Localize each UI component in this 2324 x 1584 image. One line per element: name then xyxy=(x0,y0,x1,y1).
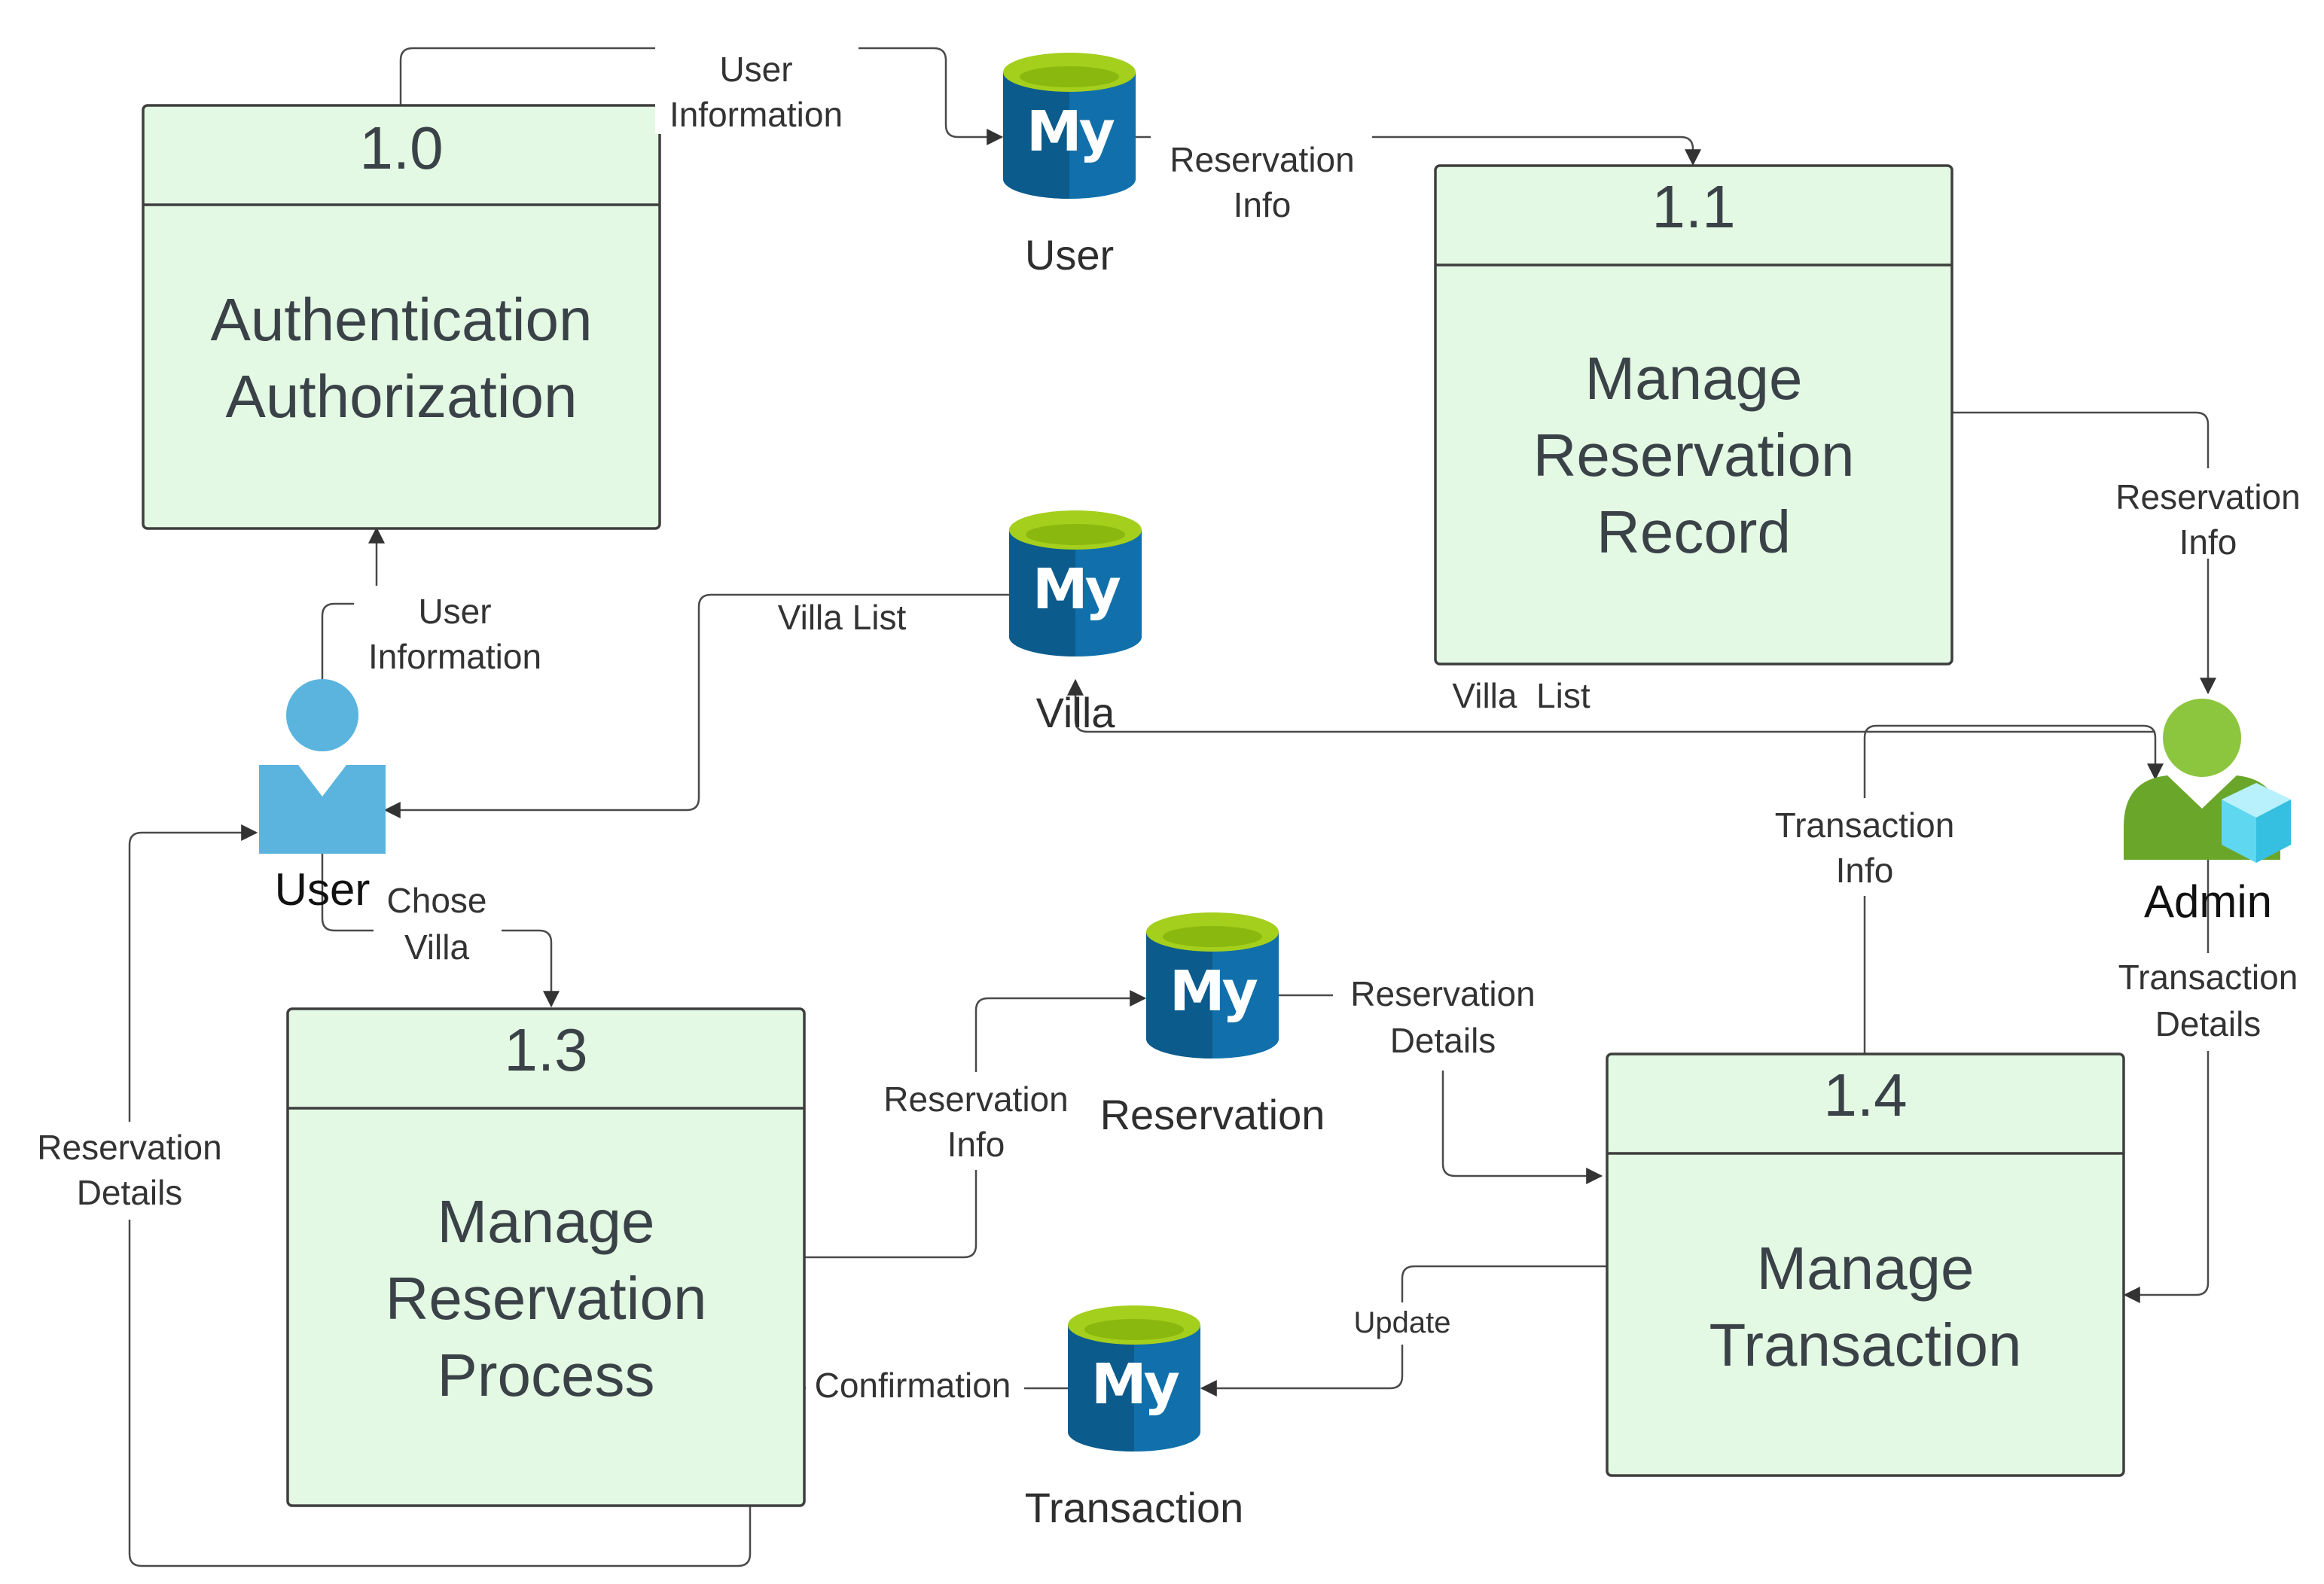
process-title-line: Transaction xyxy=(1709,1311,2022,1378)
flow-label: Details xyxy=(77,1173,183,1212)
process-title-line: Manage xyxy=(1584,345,1802,412)
actor-label: Admin xyxy=(2144,876,2272,927)
flow-label: Info xyxy=(2179,522,2237,562)
flow-p14-to-admin xyxy=(1863,724,2164,1054)
flow-label: Chose xyxy=(387,881,487,920)
mysql-database-icon xyxy=(1003,53,1136,199)
mysql-database-icon xyxy=(1068,1305,1200,1451)
flow-label: Details xyxy=(2155,1004,2261,1043)
actor-admin: Admin xyxy=(2124,699,2291,927)
store-user: User xyxy=(1003,53,1136,279)
mysql-database-icon xyxy=(1009,510,1142,656)
flow-admin-to-villa xyxy=(1067,678,2155,733)
process-title-line: Manage xyxy=(1756,1235,1974,1302)
actor-label: User xyxy=(275,864,371,915)
process-number: 1.4 xyxy=(1823,1062,1907,1129)
flow-label: Reservation xyxy=(2115,477,2300,516)
mysql-database-icon xyxy=(1146,912,1279,1059)
process-title-line: Process xyxy=(438,1342,655,1409)
cube-icon xyxy=(2222,783,2291,863)
store-label: Transaction xyxy=(1025,1484,1244,1531)
process-title-line: Authentication xyxy=(210,286,592,353)
flow-label: Info xyxy=(1234,185,1292,224)
flow-label: Reservation xyxy=(1170,140,1354,179)
process-title-line: Authorization xyxy=(226,363,578,430)
flow-label: Details xyxy=(1390,1021,1496,1060)
flow-auth-to-user-store xyxy=(399,47,1004,145)
flow-villa-to-user xyxy=(383,593,1009,818)
flow-label: Information xyxy=(368,637,541,676)
flow-user-store-to-p11 xyxy=(1134,136,1701,166)
flow-p11-to-admin xyxy=(1952,411,2216,695)
process-title-line: Reservation xyxy=(1533,422,1855,489)
process-title-line: Manage xyxy=(437,1188,654,1255)
flow-label: User xyxy=(719,50,792,89)
process-1-4: 1.4 Manage Transaction xyxy=(1606,1052,2125,1477)
process-1-0: 1.0 Authentication Authorization xyxy=(142,104,661,530)
flow-label: Reservation xyxy=(883,1080,1068,1119)
flow-label: Info xyxy=(1836,851,1894,890)
store-villa: Villa xyxy=(1009,510,1142,736)
flow-p13-to-user xyxy=(128,824,752,1567)
process-number: 1.3 xyxy=(504,1016,587,1083)
flow-label: Villa xyxy=(404,928,470,967)
flow-labels: User Information Reservation Info Reserv… xyxy=(23,44,2318,1409)
store-transaction: Transaction xyxy=(1025,1305,1244,1531)
flow-admin-to-p14 xyxy=(2123,858,2210,1303)
store-reservation: Reservation xyxy=(1100,912,1325,1138)
process-1-3: 1.3 Manage Reservation Process xyxy=(286,1007,806,1507)
flow-label: Reservation xyxy=(1350,974,1535,1013)
store-label: Villa xyxy=(1036,689,1116,736)
process-1-1: 1.1 Manage Reservation Record xyxy=(1434,164,1953,666)
flow-label: User xyxy=(418,592,491,631)
flow-label: Transaction xyxy=(1775,806,1955,845)
actor-user: User xyxy=(259,679,386,915)
flow-label: Confirmation xyxy=(815,1366,1011,1405)
process-number: 1.1 xyxy=(1652,173,1735,240)
process-title-line: Record xyxy=(1597,498,1791,565)
flow-label: Info xyxy=(947,1125,1005,1164)
flow-label: Information xyxy=(669,95,843,134)
flow-label: Villa List xyxy=(778,598,907,637)
process-title-line: Reservation xyxy=(386,1265,707,1332)
user-person-icon xyxy=(259,679,386,854)
flow-label: Reservation xyxy=(37,1128,221,1167)
store-label: User xyxy=(1025,231,1114,279)
flow-label: Update xyxy=(1354,1306,1451,1339)
admin-person-icon xyxy=(2124,699,2291,863)
process-number: 1.0 xyxy=(359,114,443,181)
flow-label: Villa List xyxy=(1452,676,1590,715)
store-label: Reservation xyxy=(1100,1091,1325,1138)
flow-label: Transaction xyxy=(2118,958,2298,997)
